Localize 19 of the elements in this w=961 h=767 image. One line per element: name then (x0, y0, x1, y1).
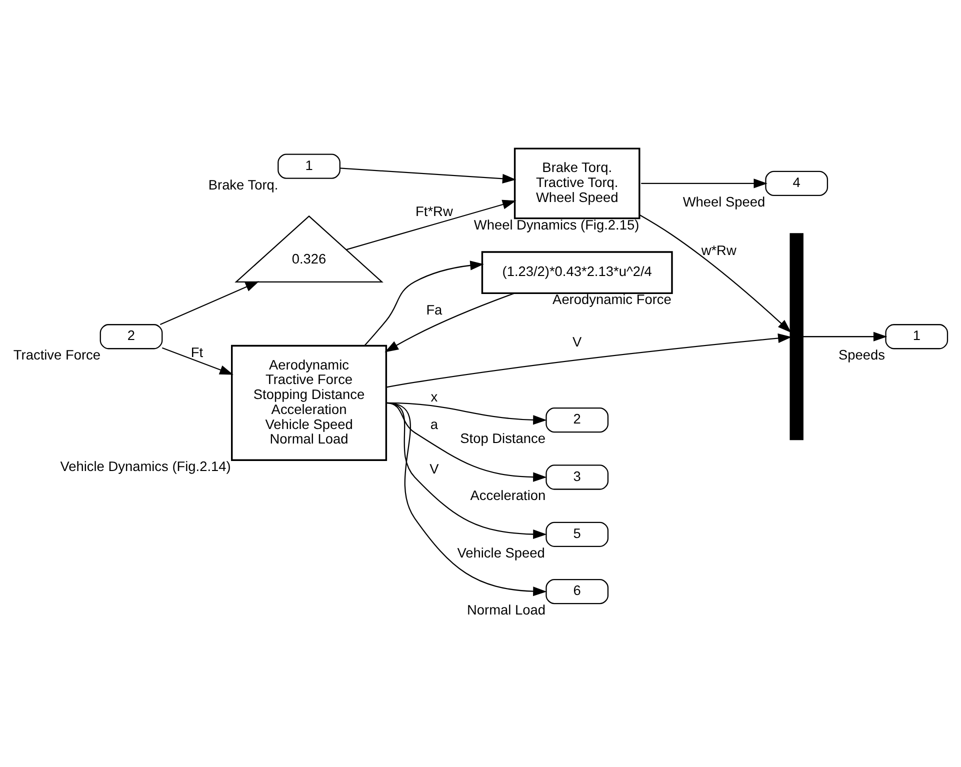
node-label: Brake Torq. (208, 177, 278, 192)
node-label: Wheel Speed (682, 194, 766, 210)
edge-label: w*Rw (701, 243, 736, 258)
edge-label: V (430, 461, 439, 476)
edge-label: a (430, 416, 438, 432)
node-label: Aerodynamic Force (552, 292, 672, 308)
node-label: Normal Load (466, 602, 546, 618)
node-label: Tractive Force (13, 348, 100, 363)
node-label: Wheel Dynamics (Fig.2.15) (474, 217, 640, 232)
node-label: Stop Distance (460, 431, 546, 446)
edge-label: Fa (426, 302, 442, 318)
edge-label: V (572, 334, 582, 350)
node-label: Speeds (838, 348, 885, 363)
edge-label: Ft*Rw (416, 204, 453, 220)
edge-label: x (430, 389, 438, 404)
edge-label: Ft (190, 344, 204, 360)
node-label: Acceleration (470, 488, 546, 504)
node-label: Vehicle Speed (457, 545, 545, 560)
node-label: Vehicle Dynamics (Fig.2.14) (60, 459, 231, 474)
